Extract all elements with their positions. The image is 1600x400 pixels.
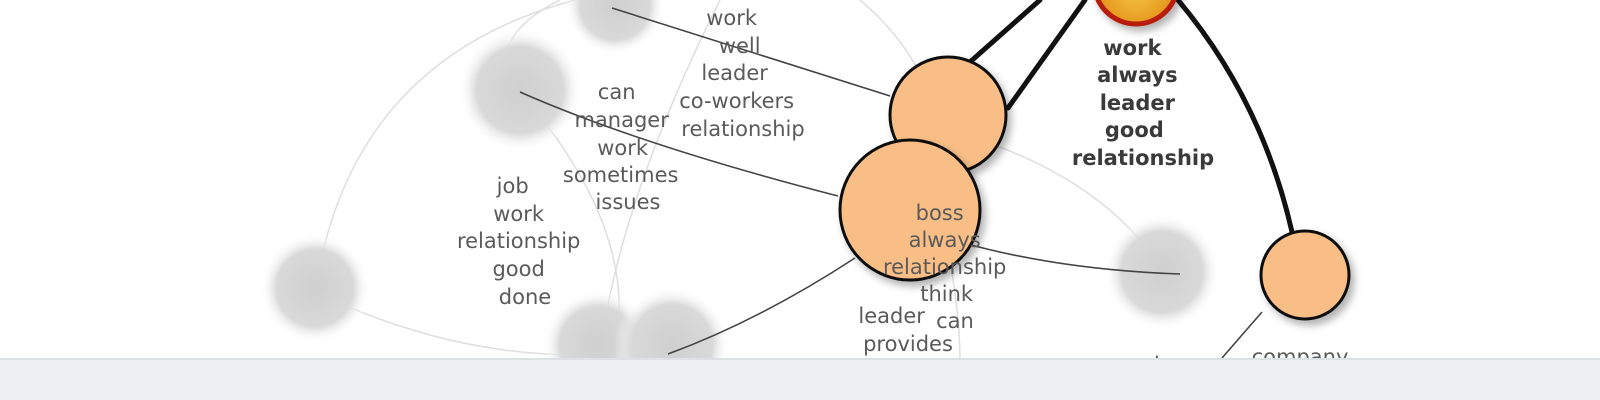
faint-edge	[949, 259, 961, 361]
highlight-node-top[interactable]	[1094, 0, 1178, 27]
thick-edges	[967, 0, 1295, 235]
edge-upper-to-top-b	[1005, 0, 1088, 111]
label-work-always-leader: work always leader good relationship	[1072, 36, 1214, 170]
ghost-node-boss-right[interactable]	[1104, 214, 1220, 330]
footer-bar	[0, 358, 1600, 400]
node-boss[interactable]	[838, 138, 982, 282]
edge-top-to-upper	[611, 7, 891, 97]
ghost-node-job[interactable]	[260, 233, 370, 343]
thin-edges	[519, 7, 1263, 359]
active-nodes	[838, 0, 1351, 321]
label-work-well-leader: work well leader co-workers relationship	[679, 6, 805, 141]
edge-manager-to-boss	[519, 91, 839, 197]
ghost-node-manager[interactable]	[458, 28, 582, 152]
edge-company-to-bottom	[1221, 311, 1263, 359]
label-leader-provides: leader provides	[858, 304, 953, 356]
label-boss-always: boss always relationship think can	[883, 201, 1013, 333]
label-can-manager: can manager work sometimes issues	[563, 80, 685, 214]
ghost-nodes	[260, 0, 1220, 400]
label-job-work: job work relationship good done	[457, 174, 587, 309]
faint-edge	[314, 0, 576, 293]
edge-boss-to-bottom	[667, 257, 856, 355]
edge-upper-to-top-a	[967, 0, 1043, 65]
edge-top-to-company	[1175, 0, 1295, 235]
ghost-node-top[interactable]	[565, 0, 665, 55]
node-labels: work well leader co-workers relationship…	[457, 6, 1348, 377]
node-company[interactable]	[1259, 229, 1351, 321]
edge-boss-to-right	[959, 241, 1181, 275]
